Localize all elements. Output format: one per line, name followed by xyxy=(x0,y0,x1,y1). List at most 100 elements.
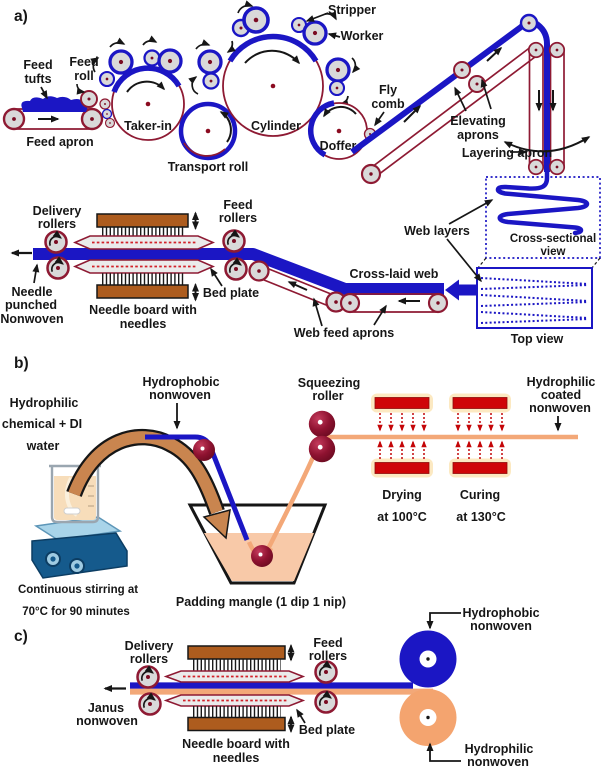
feed-roll xyxy=(80,90,98,108)
bed-plate-pointer xyxy=(296,708,306,724)
elevating-pointer xyxy=(454,86,467,112)
stripper-roller xyxy=(202,72,220,90)
heater-bar xyxy=(448,458,512,478)
bed-plate-pointer xyxy=(210,267,223,287)
layering-roller xyxy=(548,41,566,59)
taker-in-label: Taker-in xyxy=(124,119,172,133)
hydrophilic-roll-label: Hydrophilic xyxy=(465,742,534,756)
top-view-label: Top view xyxy=(511,332,564,346)
feed-roller xyxy=(316,692,337,713)
chemical-label: chemical + DI xyxy=(2,417,82,431)
janus-nonwoven-label: Janus xyxy=(88,701,124,715)
stirrer-body xyxy=(31,532,128,579)
stir-bar xyxy=(63,507,81,515)
hydrophobic-roll-label: nonwoven xyxy=(470,619,532,633)
curing-label: Curing xyxy=(460,488,500,502)
delivery-rollers-label: Delivery xyxy=(33,204,82,218)
drying-label: Drying xyxy=(382,488,422,502)
mangle-dip-roller xyxy=(251,545,273,567)
worker-roller xyxy=(302,20,328,46)
worker-roller xyxy=(242,6,270,34)
feed-roll xyxy=(101,108,113,120)
panel-b: b) Hydrophilic chemical + DI water Conti… xyxy=(2,355,596,618)
panel-a: a) Feed tufts Feed roll Feed apron Taker… xyxy=(0,0,601,346)
feed-tufts-pointer xyxy=(40,86,48,100)
guide-roller xyxy=(193,439,215,461)
bed-plate-label: Bed plate xyxy=(299,723,355,737)
elevating-conveyor xyxy=(350,13,550,185)
hydrophobic-roll-label: Hydrophobic xyxy=(462,606,539,620)
feed-tufts-label: tufts xyxy=(24,72,51,86)
stripper-plate-top xyxy=(163,670,306,683)
taker-in-cylinder: Taker-in xyxy=(111,65,185,141)
needle-board-label: Needle board with xyxy=(89,303,197,317)
needle-board-bottom xyxy=(187,716,286,732)
elevator-roller xyxy=(360,163,382,185)
delivery-rollers-label: Delivery xyxy=(125,639,174,653)
elevating-aprons-label: aprons xyxy=(457,128,499,142)
projection-line xyxy=(591,257,601,269)
panel-b-label: b) xyxy=(14,355,29,372)
needle-board-label: needles xyxy=(120,317,167,331)
heater-bar xyxy=(370,458,434,478)
feed-roll-label: roll xyxy=(74,69,93,83)
layering-roller xyxy=(527,41,545,59)
oscillation-arrow xyxy=(503,136,591,153)
web-feed-pointer xyxy=(373,304,387,326)
worker-roller xyxy=(325,57,351,83)
feed-rollers-label: Feed xyxy=(223,198,252,212)
fly-comb-label: Fly xyxy=(379,83,397,97)
feed-rollers-label: Feed xyxy=(313,636,342,650)
needle-punched-pointer xyxy=(32,263,40,284)
squeezing-roller-label: roller xyxy=(312,389,343,403)
hydrophilic-coated-label: nonwoven xyxy=(529,401,591,415)
delivery-roller xyxy=(48,258,69,279)
heater-bar xyxy=(448,393,512,413)
magnetic-stirrer xyxy=(31,516,128,579)
fly-comb-label: comb xyxy=(371,97,405,111)
web-layers-pointer xyxy=(446,238,482,283)
stripper-roller xyxy=(143,49,161,67)
bed-plate-label: Bed plate xyxy=(203,286,259,300)
stirring-label: Continuous stirring at xyxy=(18,584,138,596)
top-view-box: Top view xyxy=(476,267,593,346)
hydrophobic-nonwoven-label: Hydrophobic xyxy=(142,375,219,389)
feed-roller xyxy=(316,662,337,683)
hydrophilic-roll-label: nonwoven xyxy=(467,755,529,768)
web-feed-aprons-label: Web feed aprons xyxy=(294,326,395,340)
transport-roll: Transport roll xyxy=(168,101,248,174)
feed-roll xyxy=(104,117,116,129)
beaker-glass xyxy=(50,467,100,524)
feed-roller xyxy=(226,259,247,280)
layering-apron-label: Layering apron xyxy=(462,146,552,160)
doffer: Doffer xyxy=(307,100,368,160)
feed-apron-label: Feed apron xyxy=(26,135,93,149)
bed-plate-shape xyxy=(72,259,216,274)
elevating-apron-roller xyxy=(453,61,471,79)
layering-roller xyxy=(548,158,566,176)
worker-roller xyxy=(108,49,134,75)
web-feed-roller xyxy=(339,292,361,314)
cross-sectional-label: Cross-sectional xyxy=(510,233,596,245)
feed-rollers-label: rollers xyxy=(309,649,347,663)
worker-pointer xyxy=(327,32,341,40)
feed-roll-pointer xyxy=(76,83,86,95)
cross-laid-web-label: Cross-laid web xyxy=(350,267,439,281)
needle-loom-c xyxy=(163,644,306,733)
delivery-rollers-label: rollers xyxy=(38,217,76,231)
elevating-pointer xyxy=(480,78,492,110)
cylinder-label: Cylinder xyxy=(251,119,301,133)
needle-board-label: Needle board with xyxy=(182,737,290,751)
squeezing-roller xyxy=(308,410,336,438)
hydrophobic-roll-pointer xyxy=(426,612,461,630)
web-layers-label: Web layers xyxy=(404,224,470,238)
needle-punched-label: Needle xyxy=(12,285,53,299)
delivery-roller xyxy=(140,694,161,715)
squeezing-roller xyxy=(308,435,336,463)
chemical-label: Hydrophilic xyxy=(10,396,79,410)
worker-roller xyxy=(157,48,183,74)
needle-board-label: needles xyxy=(213,751,260,765)
hydrophobic-roll xyxy=(399,630,457,688)
stirring-label: 70°C for 90 minutes xyxy=(22,606,130,618)
